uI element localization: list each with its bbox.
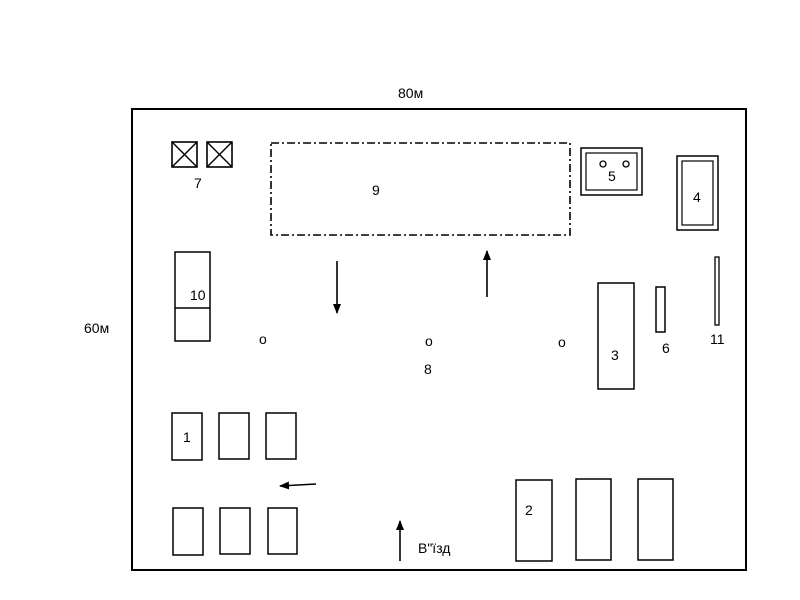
label-1: 1 bbox=[183, 429, 191, 445]
width-dimension-label: 80м bbox=[398, 85, 423, 101]
lamp-marker-left: o bbox=[259, 331, 267, 347]
object-5-basin bbox=[580, 147, 643, 196]
lamp-marker-right: o bbox=[558, 334, 566, 350]
label-10: 10 bbox=[190, 287, 206, 303]
label-7: 7 bbox=[194, 175, 202, 191]
lamp-marker-center: o bbox=[425, 333, 433, 349]
label-9: 9 bbox=[372, 182, 380, 198]
object-11-fence bbox=[714, 256, 720, 326]
object-2-blocks bbox=[515, 478, 674, 562]
height-dimension-label: 60м bbox=[84, 320, 109, 336]
object-9-zone bbox=[270, 142, 571, 236]
arrow-left bbox=[279, 481, 317, 490]
object-4-building bbox=[676, 155, 719, 231]
object-10-block bbox=[174, 251, 211, 342]
object-stalls-lower bbox=[172, 507, 298, 556]
label-4: 4 bbox=[693, 189, 701, 205]
label-5: 5 bbox=[608, 168, 616, 184]
label-8: 8 bbox=[424, 361, 432, 377]
site-boundary bbox=[131, 108, 747, 571]
object-7-crossed-boxes bbox=[171, 141, 233, 168]
object-3-block bbox=[597, 282, 635, 390]
object-1-stalls-upper bbox=[171, 412, 297, 461]
object-6-post bbox=[655, 286, 666, 333]
label-2: 2 bbox=[525, 502, 533, 518]
entry-label: В"їзд bbox=[418, 540, 450, 556]
label-6: 6 bbox=[662, 340, 670, 356]
label-3: 3 bbox=[611, 347, 619, 363]
label-11: 11 bbox=[710, 331, 725, 347]
